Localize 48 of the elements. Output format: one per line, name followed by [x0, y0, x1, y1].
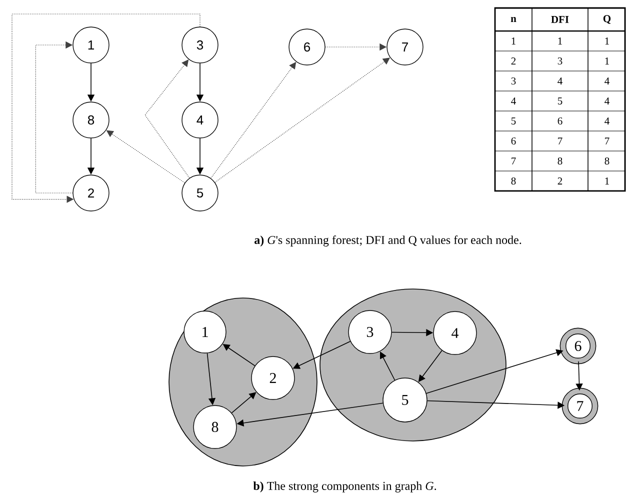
table-cell: 7: [605, 138, 610, 144]
table-cell: 8: [604, 157, 610, 165]
table-cell: 4: [511, 98, 516, 104]
table-cell: 7: [558, 138, 562, 144]
arrow: [231, 392, 256, 414]
table-cell: 8: [558, 157, 562, 165]
table-cell: 6: [511, 137, 516, 145]
table-cell: 8: [511, 177, 516, 185]
table-cell: 7: [512, 158, 516, 164]
circle-node: 3: [182, 26, 218, 64]
circle-node: 1: [72, 26, 110, 64]
table-cell: 6: [558, 117, 562, 125]
circle-node: 8: [72, 102, 110, 138]
table-header-cell: DFI: [551, 16, 569, 23]
table-cell: 2: [558, 178, 562, 184]
circle-node: 1: [184, 310, 226, 354]
table-cell: 1: [558, 38, 562, 44]
circle-node: 4: [433, 311, 477, 355]
circle-node: 5: [182, 174, 218, 212]
circle-node: 3: [348, 310, 392, 354]
table-cell: 1: [605, 58, 609, 64]
table-cell: 2: [511, 58, 516, 64]
table-cell: 4: [604, 78, 610, 84]
table-cell: 4: [558, 78, 562, 84]
caption: b) The strong components in graph G.: [253, 482, 436, 492]
table-header-cell: Q: [603, 15, 611, 24]
arrow: [12, 14, 200, 203]
circle-node: 2: [251, 356, 295, 400]
table-cell: 4: [604, 98, 610, 104]
circle-node: 6: [288, 28, 326, 66]
table-cell: 3: [558, 57, 562, 65]
circle-node: 4: [182, 102, 218, 138]
caption: a) G's spanning forest; DFI and Q values for each node.: [254, 235, 522, 246]
table-cell: 1: [605, 178, 609, 184]
ring-node: 6: [560, 328, 596, 364]
arrow: [35, 41, 73, 194]
table-cell: 3: [511, 77, 516, 85]
circle-node: 7: [386, 28, 424, 66]
circle-node: 8: [193, 405, 237, 449]
circle-node: 2: [72, 174, 110, 212]
table-cell: 4: [604, 118, 610, 124]
table-cell: 5: [512, 118, 516, 124]
circle-node: 5: [382, 378, 428, 422]
table-header-cell: n: [510, 17, 516, 22]
ring-node: 7: [562, 388, 598, 424]
table-cell: 1: [512, 38, 516, 44]
table-cell: 1: [605, 38, 609, 44]
table-cell: 5: [558, 98, 562, 104]
